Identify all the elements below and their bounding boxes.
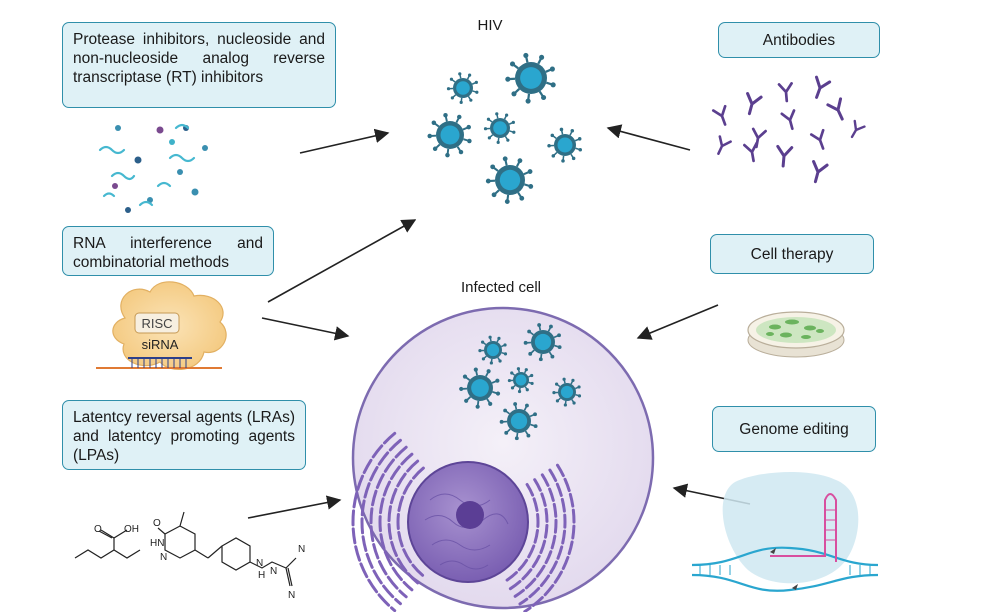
risc-label: RISC <box>141 316 172 331</box>
cell-therapy-box: Cell therapy <box>710 234 874 274</box>
infected-cell-label: Infected cell <box>461 279 541 296</box>
antibody-icon <box>751 127 767 149</box>
arrow-rnai-to-cell <box>261 317 350 341</box>
arrow-drugs-to-hiv <box>299 128 390 154</box>
cell-virion <box>499 402 538 441</box>
drug-molecules-illustration <box>98 123 208 213</box>
latency-agents-text: Latentcy reversal agents (LRAs) and late… <box>73 409 295 464</box>
atom-n5: N <box>288 590 295 601</box>
antibody-icon <box>743 141 759 163</box>
risc-complex-illustration: RISC siRNA <box>96 281 227 370</box>
hiv-virion <box>446 72 479 104</box>
protease-inhibitors-box: Protease inhibitors, nucleoside and non-… <box>62 22 336 108</box>
arrow-antibodies-to-hiv <box>606 124 691 151</box>
antibodies-box: Antibodies <box>718 22 880 58</box>
atom-o1: O <box>94 524 102 535</box>
hiv-virions-cluster <box>427 52 582 204</box>
arrow-celltherapy-to-cell <box>636 304 719 340</box>
hiv-virion <box>505 52 556 104</box>
antibody-icon <box>746 91 763 116</box>
atom-o2: O <box>153 518 161 529</box>
antibody-icon <box>717 135 732 155</box>
infected-cell <box>351 306 655 612</box>
antibody-icon <box>815 75 832 99</box>
hiv-label: HIV <box>477 17 502 34</box>
cell-virion <box>478 335 508 365</box>
antibody-icon <box>777 82 793 103</box>
cell-virion <box>507 367 534 394</box>
genome-editing-text: Genome editing <box>739 420 849 438</box>
antibodies-text: Antibodies <box>762 31 836 49</box>
arrow-lra-to-cell <box>247 495 342 519</box>
latency-agents-box: Latentcy reversal agents (LRAs) and late… <box>62 400 306 470</box>
atom-hn: HN <box>150 538 164 549</box>
antibodies-illustration <box>711 75 866 184</box>
atom-n3: N <box>270 566 277 577</box>
atom-n4: N <box>298 544 305 555</box>
protease-inhibitors-text: Protease inhibitors, nucleoside and non-… <box>73 31 325 86</box>
cell-virion <box>552 377 582 407</box>
atom-n2: N <box>256 558 263 569</box>
sirna-label: siRNA <box>142 337 179 352</box>
antibody-icon <box>780 109 796 131</box>
antibody-icon <box>776 144 794 168</box>
cell-virion <box>523 323 562 362</box>
rna-interference-box: RNA interference and combinatorial metho… <box>62 226 274 276</box>
antibody-icon <box>711 104 727 126</box>
atom-n1: N <box>160 552 167 563</box>
antibody-icon <box>812 159 829 184</box>
antibody-icon <box>809 128 825 150</box>
cell-therapy-text: Cell therapy <box>750 245 834 263</box>
chemical-atom-labels: O OH O HN N H N N N N <box>94 518 305 601</box>
atom-h: H <box>258 570 265 581</box>
antibody-icon <box>826 97 844 121</box>
atom-oh: OH <box>124 524 139 535</box>
genome-editing-box: Genome editing <box>712 406 876 452</box>
petri-dish-illustration <box>747 311 845 358</box>
rna-interference-text: RNA interference and combinatorial metho… <box>73 235 263 271</box>
chemical-structures-illustration <box>74 511 297 587</box>
hiv-virion <box>427 112 472 158</box>
hiv-virion <box>485 156 534 204</box>
antibody-icon <box>850 119 866 139</box>
arrow-rnai-to-hiv <box>267 219 417 303</box>
cell-virion <box>459 367 501 409</box>
hiv-virion <box>547 127 582 163</box>
crispr-illustration <box>691 471 879 592</box>
hiv-virion <box>483 112 516 144</box>
